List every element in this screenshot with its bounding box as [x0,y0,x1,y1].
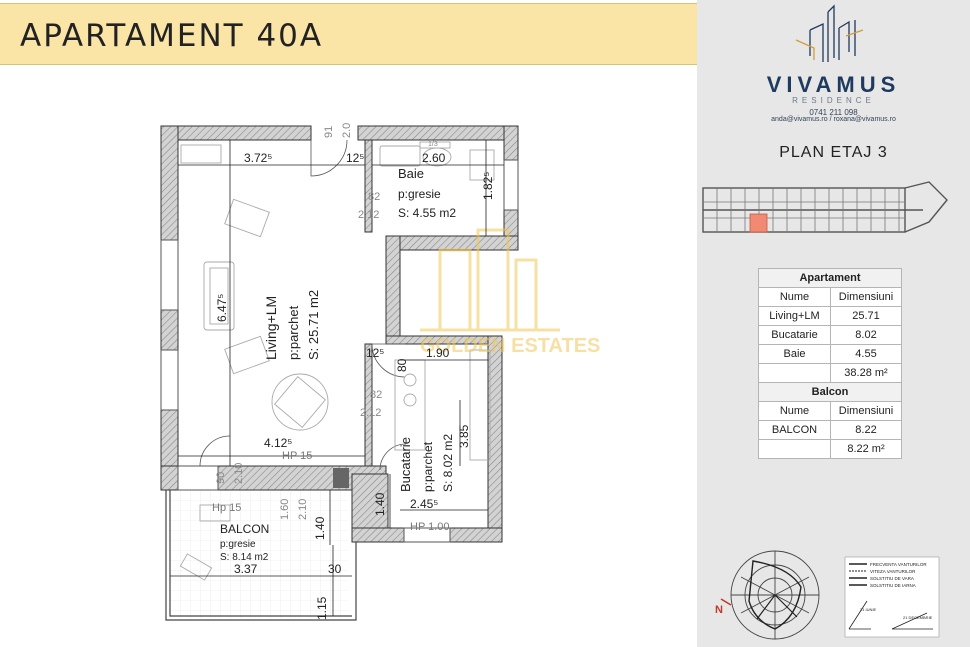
dim-text: 80 [395,358,409,372]
room-balcon-floor: p:gresie [220,539,256,550]
summary-col-name: Nume [758,401,831,421]
dim-text: 1.82⁵ [481,172,495,200]
dim-text: 91 [323,126,335,138]
sun-label: 21 IUNIE [860,607,877,612]
brand-phone: 0741 211 098 [809,108,858,117]
dim-text: 6.47⁵ [215,294,229,322]
dim-text: 90 [215,472,227,484]
compass-rose: N [715,550,820,640]
height-label: HP 15 [282,450,312,462]
dim-text: 1.90 [426,346,450,360]
dim-text: 2.10 [297,499,309,520]
summary-total: 38.28 m² [830,363,902,383]
dim-text: 1/3 [428,141,438,148]
dim-text: 30 [328,562,342,576]
sun-label: 21 DECEMBRIE [903,615,933,620]
dim-text: 12⁵ [346,151,364,165]
dim-text: 1.60 [279,499,291,520]
summary-balcony-total: 8.22 m² [830,439,902,459]
room-balcon-name: BALCON [220,522,269,536]
floor-plan: GOLDEN ESTATES 3.72⁵ 12⁵ 2.60 1.82⁵ 6.47… [160,123,600,621]
summary-apartment-header: Apartament [758,268,902,288]
room-living-name: Living+LM [263,296,279,360]
column [333,468,349,488]
room-living-area: S: 25.71 m2 [306,290,321,360]
room-bucatarie-area: S: 8.02 m2 [441,434,455,492]
dimension-lines [170,140,504,616]
dim-text: 1.40 [313,516,327,540]
legend-box: FRECVENTA VANTURILOR VITEZA VANTURILOR S… [844,556,940,638]
dim-text: 82 [368,191,380,203]
summary-col-dim: Dimensiuni [830,401,902,421]
summary-col-name: Nume [758,287,831,307]
floor-key-plan [702,181,948,233]
room-baie-floor: p:gresie [398,187,441,201]
doors [199,139,407,471]
brand-emails: anda@vivamus.ro / roxana@vivamus.ro [771,116,896,123]
page-title: APARTAMENT 40A [20,18,324,54]
summary-balcony-header: Balcon [758,382,902,402]
dim-text: 1.15 [315,596,329,620]
room-bucatarie-name: Bucatarie [398,437,413,492]
room-bucatarie-floor: p:parchet [421,441,435,492]
room-balcon-area: S: 8.14 m2 [220,552,269,563]
legend-item: FRECVENTA VANTURILOR [870,562,927,567]
brand-subtitle: RESIDENCE [792,96,875,105]
balcony-railing [165,490,357,621]
floor-label: PLAN ETAJ 3 [779,144,888,161]
dim-text: 2.12 [358,209,379,221]
dim-text: 12⁵ [366,346,384,360]
height-label: Hp 15 [212,502,241,514]
dim-text: 3.85 [457,424,471,448]
dim-text: 2.0 [341,123,353,138]
legend-item: SOLSTITIU DE VARA [870,576,914,581]
windows [160,159,519,543]
dim-text: 2.45⁵ [410,497,438,511]
dim-text: 2.10 [233,463,245,484]
dim-text: 3.37 [234,562,258,576]
dim-text: 2.12 [360,407,381,419]
highlighted-apartment [749,213,768,233]
dim-text: 82 [370,389,382,401]
dim-text: 3.72⁵ [244,151,272,165]
building-lines-logo-icon [795,4,864,62]
room-living-floor: p:parchet [286,305,301,360]
info-panel: VIVAMUS RESIDENCE 0741 211 098 anda@viva… [697,0,970,647]
watermark-text: GOLDEN ESTATES [420,335,600,357]
legend-item: SOLSTITIU DE IARNA [870,583,916,588]
dim-text: 1.40 [373,492,387,516]
height-label: HP 1.00 [410,521,450,533]
room-baie-area: S: 4.55 m2 [398,206,456,220]
north-label: N [715,604,723,616]
watermark-logo: GOLDEN ESTATES [420,228,600,357]
legend-item: VITEZA VANTURILOR [870,569,916,574]
title-band: APARTAMENT 40A [0,3,697,65]
brand-name: VIVAMUS [766,72,901,97]
north-arrow-icon [720,598,732,606]
room-baie-name: Baie [398,166,424,181]
dim-text: 2.60 [422,151,446,165]
furniture [179,141,495,581]
dim-text: 4.12⁵ [264,436,292,450]
summary-col-dim: Dimensiuni [830,287,902,307]
